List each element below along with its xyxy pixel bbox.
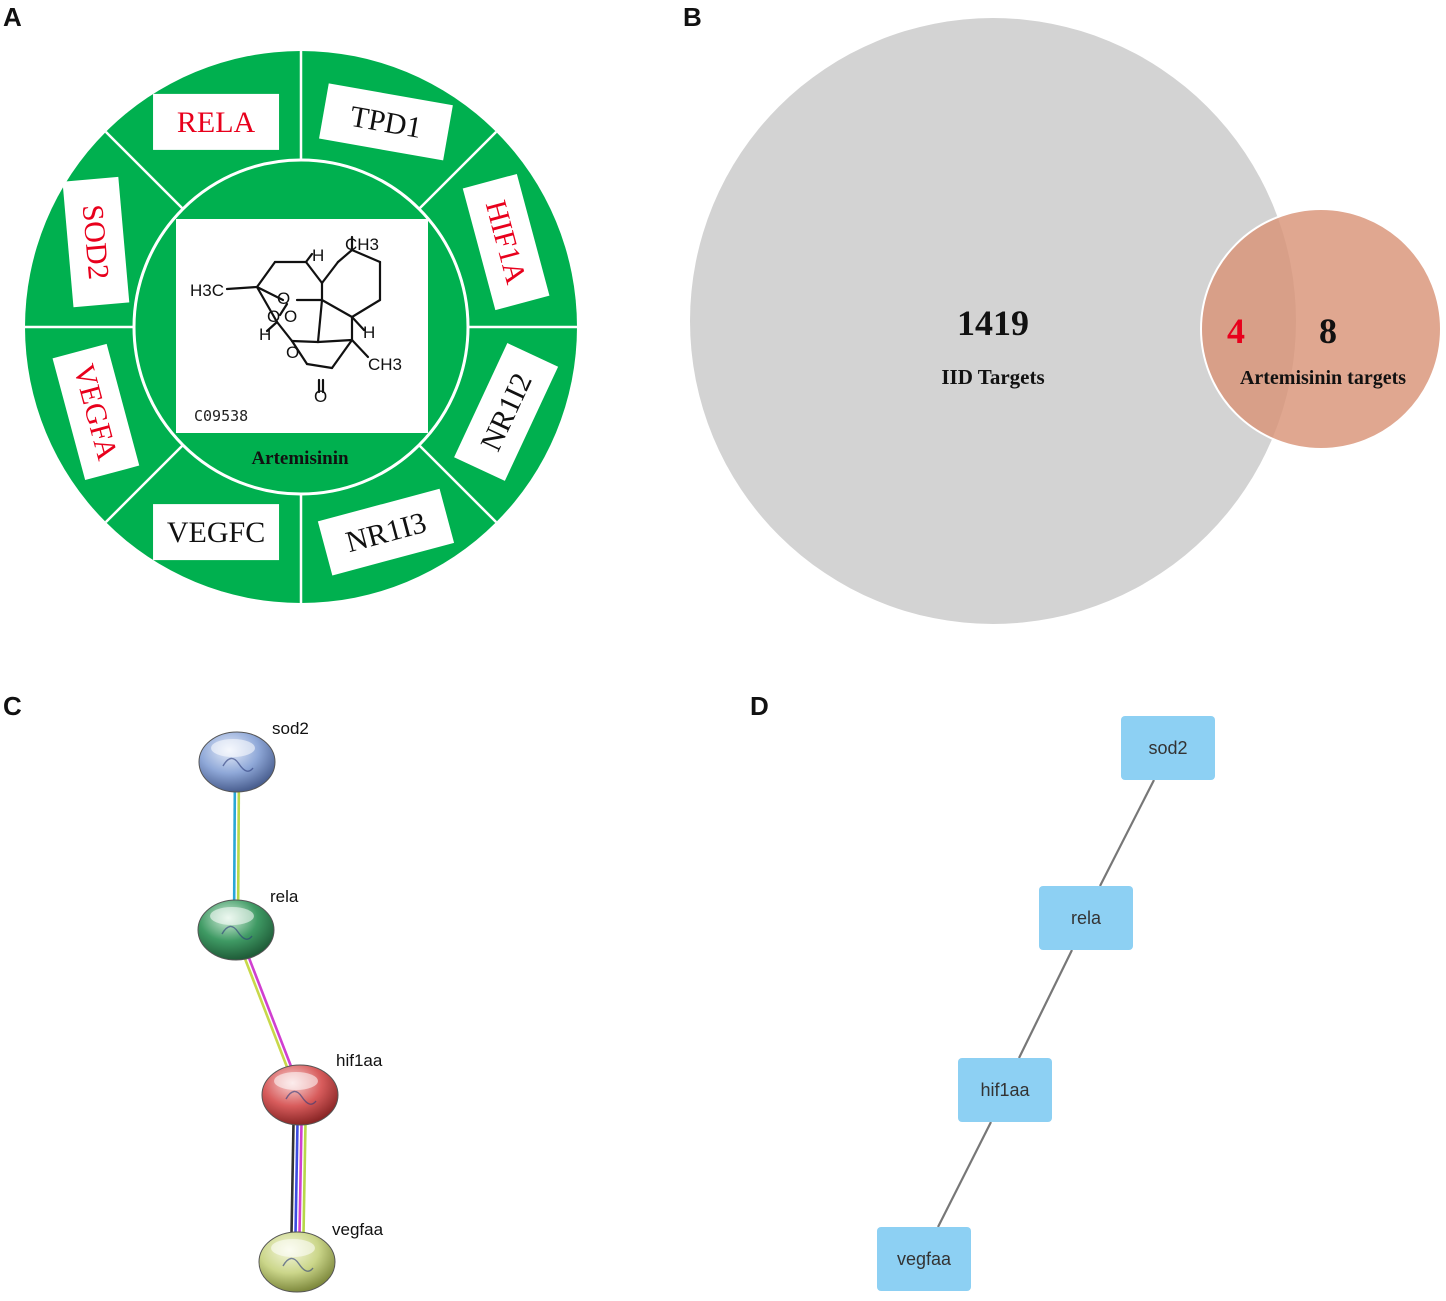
- target-label-box: [153, 93, 280, 150]
- structure-h-label: H: [312, 246, 324, 265]
- venn-left-label: IID Targets: [941, 365, 1044, 389]
- venn-diagram: 1419 IID Targets 4 8 Artemisinin targets: [690, 18, 1442, 624]
- target-label-box: [462, 173, 550, 311]
- cytoscape-network: sod2 rela hif1aa vegfaa: [877, 716, 1215, 1291]
- venn-circle-iid-targets: [690, 18, 1296, 624]
- cytoscape-node-box[interactable]: [1039, 886, 1133, 950]
- venn-left-count: 1419: [957, 303, 1029, 343]
- panel-letter-b: B: [683, 2, 702, 32]
- protein-structure-icon: [221, 925, 253, 940]
- wheel-target-vegfa: VEGFA: [52, 343, 140, 481]
- protein-structure-icon: [282, 1257, 314, 1272]
- string-network: sod2 rela hif1aa vegfaa: [197, 719, 384, 1293]
- cytoscape-node-label: vegfaa: [897, 1249, 952, 1269]
- target-label-box: [52, 343, 140, 481]
- string-node-rela[interactable]: rela: [197, 887, 299, 961]
- string-node-hif1aa[interactable]: hif1aa: [261, 1051, 383, 1126]
- cytoscape-node-box[interactable]: [1121, 716, 1215, 780]
- string-node-vegfaa[interactable]: vegfaa: [258, 1220, 384, 1293]
- wheel-divider: [418, 130, 498, 210]
- structure-card: [176, 219, 428, 433]
- target-label-box: [153, 504, 280, 561]
- structure-o-label: O: [286, 343, 299, 362]
- cytoscape-edges: [937, 779, 1155, 1228]
- target-label-box: [454, 343, 559, 481]
- structure-h-label: H: [259, 325, 271, 344]
- wheel-target-rela: RELA: [153, 93, 280, 150]
- artemisinin-structure: [225, 235, 382, 394]
- cytoscape-edge-hif1aa-vegfaa: [937, 1121, 992, 1228]
- wheel-dividers: [25, 51, 577, 603]
- structure-atom-labels: CH3 H3C CH3 H H H O O O O O: [190, 235, 402, 406]
- venn-overlap-count: 4: [1227, 311, 1245, 351]
- compound-id: C09538: [194, 407, 248, 425]
- string-node-highlight: [271, 1239, 315, 1257]
- wheel-divider: [104, 444, 184, 524]
- cytoscape-node-sod2[interactable]: sod2: [1121, 716, 1215, 780]
- target-label-text: RELA: [177, 106, 256, 139]
- structure-o-label: O: [284, 307, 297, 326]
- cytoscape-node-label: rela: [1071, 908, 1102, 928]
- cytoscape-node-box[interactable]: [877, 1227, 971, 1291]
- target-label-text: VEGFC: [167, 516, 265, 549]
- cytoscape-node-label: hif1aa: [980, 1080, 1030, 1100]
- cytoscape-nodes: sod2 rela hif1aa vegfaa: [877, 716, 1215, 1291]
- cytoscape-node-label: sod2: [1148, 738, 1187, 758]
- structure-o-label: O: [267, 307, 280, 326]
- structure-h3c-left: H3C: [190, 281, 224, 300]
- wheel-target-tpd1: TPD1: [319, 83, 453, 161]
- string-nodes: sod2 rela hif1aa vegfaa: [197, 719, 384, 1293]
- string-node-highlight: [211, 739, 255, 757]
- wheel-inner-ring-line: [132, 158, 470, 496]
- string-node-sod2[interactable]: sod2: [198, 719, 309, 793]
- string-node-label: hif1aa: [336, 1051, 383, 1070]
- target-label-box: [317, 488, 455, 576]
- string-node-highlight: [274, 1072, 318, 1090]
- venn-right-label: Artemisinin targets: [1240, 367, 1406, 389]
- cytoscape-node-hif1aa[interactable]: hif1aa: [958, 1058, 1052, 1122]
- panel-letter-c: C: [3, 691, 22, 721]
- cytoscape-node-vegfaa[interactable]: vegfaa: [877, 1227, 971, 1291]
- cytoscape-node-rela[interactable]: rela: [1039, 886, 1133, 950]
- cytoscape-edge-rela-hif1aa: [1018, 949, 1073, 1059]
- string-node-label: sod2: [272, 719, 309, 738]
- structure-ch3-right: CH3: [368, 355, 402, 374]
- wheel-divider: [418, 444, 498, 524]
- cytoscape-edge-sod2-rela: [1099, 779, 1155, 887]
- cytoscape-node-box[interactable]: [958, 1058, 1052, 1122]
- wheel-target-sod2: SOD2: [62, 176, 130, 308]
- structure-h-label: H: [363, 323, 375, 342]
- string-node-highlight: [210, 907, 254, 925]
- protein-structure-icon: [222, 757, 254, 772]
- panel-letter-a: A: [3, 2, 22, 32]
- target-label-box: [319, 83, 453, 161]
- wheel-divider: [104, 130, 184, 210]
- structure-o-label: O: [277, 289, 290, 308]
- string-node-label: rela: [270, 887, 299, 906]
- target-label-text: SOD2: [76, 203, 115, 281]
- venn-right-count: 8: [1319, 311, 1337, 351]
- panel-letter-d: D: [750, 691, 769, 721]
- wheel-target-vegfc: VEGFC: [153, 504, 280, 561]
- wheel-target-nr1i3: NR1I3: [317, 488, 455, 576]
- venn-circle-artemisinin-targets: [1200, 208, 1442, 450]
- protein-structure-icon: [285, 1090, 317, 1105]
- wheel-target-hif1a: HIF1A: [462, 173, 550, 311]
- structure-o-label: O: [314, 387, 327, 406]
- wheel-center-label: Artemisinin: [251, 448, 349, 469]
- structure-ch3-top: CH3: [345, 235, 379, 254]
- target-label-box: [62, 176, 130, 308]
- string-node-label: vegfaa: [332, 1220, 384, 1239]
- string-edges: [232, 761, 308, 1263]
